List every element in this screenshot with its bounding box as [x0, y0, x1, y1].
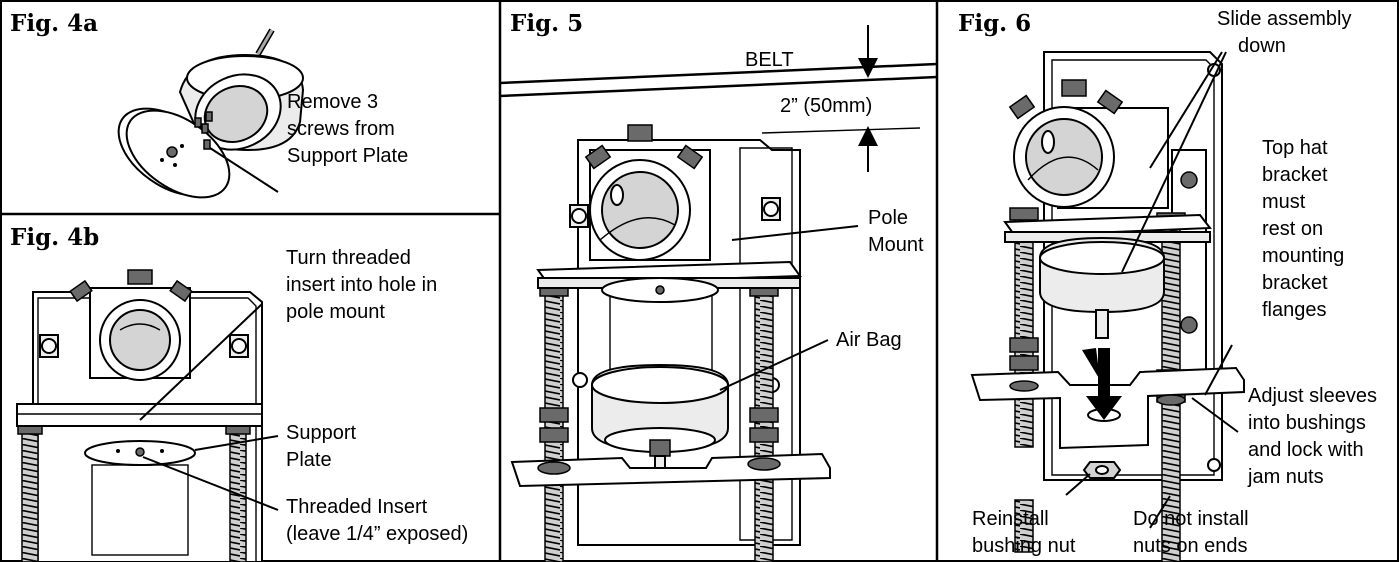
- callout-slide-1: Slide assembly: [1217, 8, 1352, 30]
- air-bag-drawing: [178, 28, 305, 152]
- leader-air-bag: [719, 339, 829, 391]
- callout-pole-2: Mount: [868, 234, 924, 256]
- fig-4b-panel: Fig. 4b: [10, 224, 468, 562]
- leader-threaded-insert: [142, 456, 279, 511]
- leader-do-not-install: [1149, 495, 1171, 529]
- gap-dimension: [761, 25, 921, 172]
- leader-slide-1: [1149, 51, 1223, 169]
- leader-pole-mount: [731, 225, 859, 241]
- fig-5-title: Fig. 5: [510, 10, 583, 37]
- callout-reinstall-2: bushing nut: [972, 535, 1076, 557]
- mounting-bracket-5: [510, 452, 831, 488]
- callout-insert-2: (leave 1/4” exposed): [286, 523, 468, 545]
- callout-adjust-2: into bushings: [1248, 412, 1366, 434]
- callout-reinstall-1: Reinstall: [972, 508, 1049, 530]
- callout-tophat-6: bracket: [1262, 272, 1328, 294]
- fig-4a-panel: Fig. 4a Remove 3 screws from: [10, 10, 408, 199]
- callout-turn-1: Turn threaded: [286, 247, 411, 269]
- top-hat-bracket-4b: [16, 403, 263, 427]
- callout-adjust-1: Adjust sleeves: [1248, 385, 1377, 407]
- screws-drawing: [194, 111, 213, 150]
- callout-tophat-2: bracket: [1262, 164, 1328, 186]
- leader-adjust-sleeves: [1191, 397, 1239, 433]
- callout-tophat-4: rest on: [1262, 218, 1323, 240]
- callout-insert-1: Threaded Insert: [286, 496, 428, 518]
- top-hat-bracket-5: [536, 260, 802, 385]
- callout-remove-3: Support Plate: [287, 145, 408, 167]
- fig-6-panel: Fig. 6: [958, 8, 1377, 562]
- callout-turn-3: pole mount: [286, 301, 385, 323]
- bushing-nut-6: [1082, 461, 1122, 479]
- belt-drawing: [499, 62, 938, 98]
- callout-adjust-4: jam nuts: [1247, 466, 1324, 488]
- callout-pole-1: Pole: [868, 207, 908, 229]
- leader-slide-2: [1121, 51, 1227, 273]
- fig-4b-title: Fig. 4b: [10, 224, 99, 251]
- fig-5-panel: Fig. 5 BELT 2” (50mm): [499, 10, 938, 562]
- leader-reinstall: [1065, 473, 1091, 496]
- callout-slide-2: down: [1238, 35, 1286, 57]
- callout-adjust-3: and lock with: [1248, 439, 1364, 461]
- callout-support-1: Support: [286, 422, 356, 444]
- support-plate-4b: [84, 440, 196, 556]
- callout-donot-1: Do not install: [1133, 508, 1249, 530]
- down-arrow-6: [1086, 348, 1122, 420]
- callout-gap: 2” (50mm): [780, 95, 872, 117]
- leader-remove-screws: [209, 147, 279, 193]
- callout-belt: BELT: [745, 49, 794, 71]
- callout-airbag: Air Bag: [836, 329, 902, 351]
- callout-turn-2: insert into hole in: [286, 274, 437, 296]
- fig-6-title: Fig. 6: [958, 10, 1031, 37]
- callout-donot-2: nuts on ends: [1133, 535, 1248, 557]
- callout-tophat-7: flanges: [1262, 299, 1327, 321]
- leader-top-hat: [1204, 344, 1233, 396]
- callout-remove-1: Remove 3: [287, 91, 378, 113]
- callout-tophat-5: mounting: [1262, 245, 1344, 267]
- clamp-drawing-6: [1008, 79, 1169, 209]
- callout-support-2: Plate: [286, 449, 332, 471]
- callout-remove-2: screws from: [287, 118, 395, 140]
- fig-4a-title: Fig. 4a: [10, 10, 98, 37]
- callout-tophat-1: Top hat: [1262, 137, 1328, 159]
- leader-turn-insert: [139, 303, 263, 421]
- leader-support-plate: [194, 435, 279, 451]
- rods-5: [539, 283, 779, 562]
- callout-tophat-3: must: [1262, 191, 1306, 213]
